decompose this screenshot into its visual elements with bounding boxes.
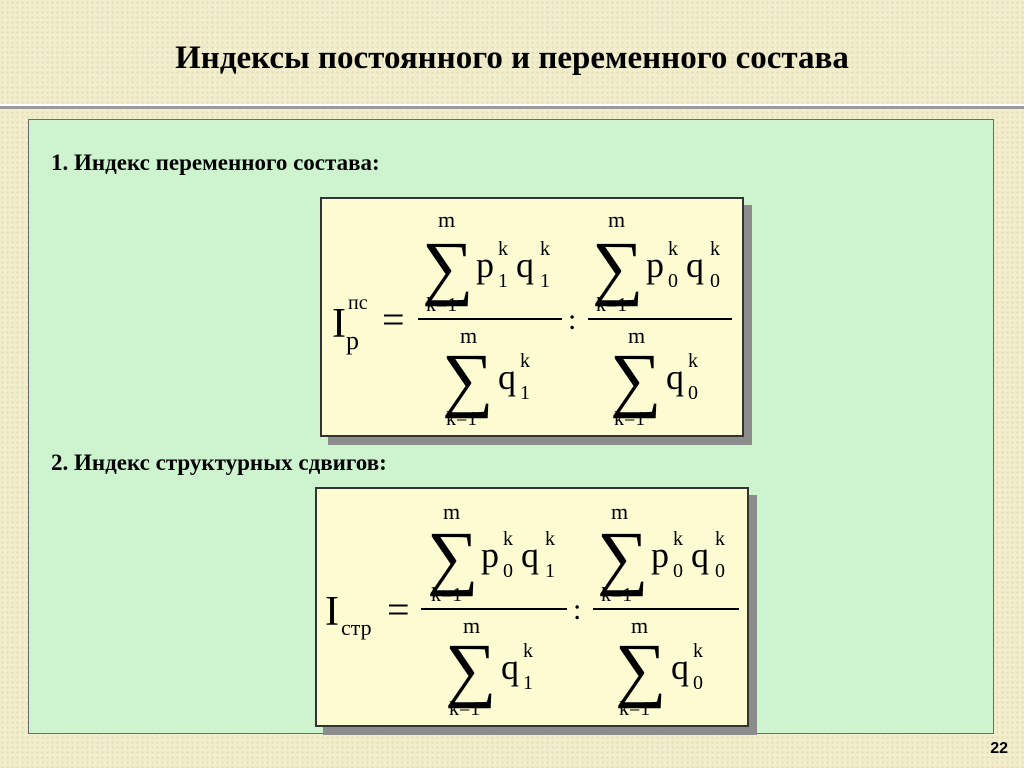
quantity-superscript: k	[688, 350, 698, 372]
page-number: 22	[990, 740, 1008, 757]
sigma-symbol: ∑	[422, 227, 473, 307]
title-divider	[0, 104, 1024, 109]
quantity-superscript: k	[523, 640, 533, 662]
lhs-subscript: p	[346, 326, 359, 355]
sigma-symbol: ∑	[610, 339, 661, 419]
sum-upper-limit: m	[611, 499, 628, 524]
lhs-index-symbol: I	[325, 589, 339, 635]
sigma-symbol: ∑	[427, 517, 478, 597]
sum-lower-limit: k=1	[614, 408, 645, 430]
sum-upper-limit: m	[631, 613, 648, 638]
formula-2-box: I стр = m ∑ k=1 p k 0 q k 1 m ∑ k=1 q k …	[315, 487, 749, 727]
quantity-subscript: 1	[545, 560, 555, 582]
quantity-variable: q	[498, 357, 516, 397]
lhs-superscript: пс	[348, 292, 368, 314]
divide-sign: :	[568, 303, 576, 336]
sum-upper-limit: m	[463, 613, 480, 638]
price-variable: p	[476, 245, 494, 285]
sigma-symbol: ∑	[445, 629, 496, 709]
sum-upper-limit: m	[438, 207, 455, 232]
sigma-symbol: ∑	[597, 517, 648, 597]
sigma-symbol: ∑	[615, 629, 666, 709]
formula-2-heading: 2. Индекс структурных сдвигов:	[51, 450, 387, 475]
equals-sign: =	[387, 587, 410, 632]
sum-lower-limit: k=1	[426, 294, 457, 316]
quantity-superscript: k	[540, 238, 550, 260]
price-subscript: 0	[668, 270, 678, 292]
quantity-variable: q	[501, 647, 519, 687]
quantity-superscript: k	[715, 528, 725, 550]
quantity-subscript: 0	[693, 672, 703, 694]
quantity-subscript: 1	[520, 382, 530, 404]
quantity-subscript: 0	[688, 382, 698, 404]
sum-upper-limit: m	[460, 323, 477, 348]
price-variable: p	[481, 535, 499, 575]
quantity-subscript: 0	[710, 270, 720, 292]
price-subscript: 0	[503, 560, 513, 582]
formula-1-box: I пс p = m ∑ k=1 p k 1 q k 1 m ∑ k=1 q k…	[320, 197, 744, 437]
quantity-subscript: 1	[523, 672, 533, 694]
quantity-variable: q	[686, 245, 704, 285]
price-variable: p	[646, 245, 664, 285]
quantity-variable: q	[691, 535, 709, 575]
quantity-variable: q	[666, 357, 684, 397]
sum-lower-limit: k=1	[446, 408, 477, 430]
quantity-variable: q	[516, 245, 534, 285]
quantity-variable: q	[521, 535, 539, 575]
quantity-variable: q	[671, 647, 689, 687]
quantity-subscript: 0	[715, 560, 725, 582]
quantity-superscript: k	[545, 528, 555, 550]
sum-lower-limit: k=1	[596, 294, 627, 316]
sigma-symbol: ∑	[592, 227, 643, 307]
sum-lower-limit: k=1	[449, 698, 480, 720]
sum-upper-limit: m	[443, 499, 460, 524]
price-superscript: k	[668, 238, 678, 260]
divide-sign: :	[573, 593, 581, 626]
quantity-superscript: k	[693, 640, 703, 662]
sum-upper-limit: m	[628, 323, 645, 348]
formula-1-heading: 1. Индекс переменного состава:	[51, 150, 380, 175]
equals-sign: =	[382, 297, 405, 342]
price-superscript: k	[673, 528, 683, 550]
sigma-symbol: ∑	[442, 339, 493, 419]
content-panel: 1. Индекс переменного состава: I пс p = …	[28, 119, 994, 734]
price-variable: p	[651, 535, 669, 575]
price-subscript: 1	[498, 270, 508, 292]
quantity-superscript: k	[710, 238, 720, 260]
sum-lower-limit: k=1	[619, 698, 650, 720]
price-superscript: k	[498, 238, 508, 260]
quantity-subscript: 1	[540, 270, 550, 292]
lhs-subscript: стр	[341, 615, 372, 640]
sum-lower-limit: k=1	[601, 584, 632, 606]
sum-lower-limit: k=1	[431, 584, 462, 606]
price-subscript: 0	[673, 560, 683, 582]
formula-2-math: I стр = m ∑ k=1 p k 0 q k 1 m ∑ k=1 q k …	[325, 499, 739, 720]
sum-upper-limit: m	[608, 207, 625, 232]
formula-1-math: I пс p = m ∑ k=1 p k 1 q k 1 m ∑ k=1 q k…	[332, 207, 732, 430]
page-title: Индексы постоянного и переменного состав…	[175, 40, 849, 76]
price-superscript: k	[503, 528, 513, 550]
quantity-superscript: k	[520, 350, 530, 372]
lhs-index-symbol: I	[332, 301, 346, 347]
